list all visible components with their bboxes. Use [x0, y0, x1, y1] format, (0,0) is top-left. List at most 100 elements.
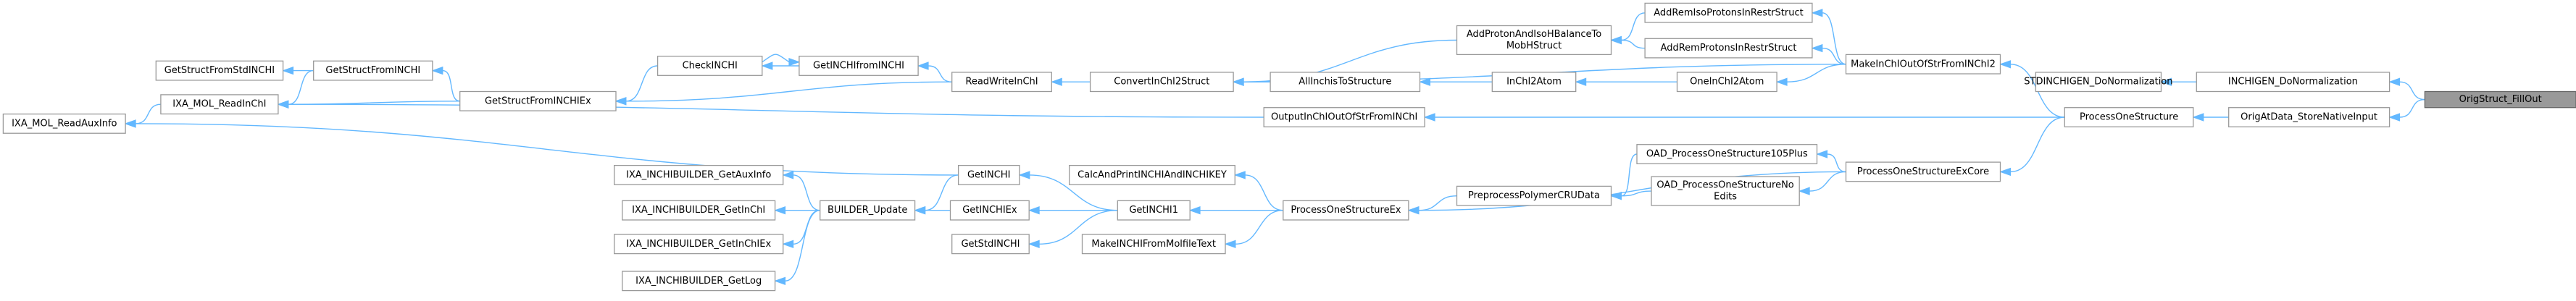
node-box — [820, 200, 916, 221]
node-label: OutputInChIOutOfStrFromINChI — [1271, 112, 1417, 123]
edge-arrowhead — [1407, 205, 1420, 215]
graph-node[interactable]: GetStdINCHI — [951, 234, 1030, 255]
node-label: OAD_ProcessOneStructure105Plus — [1646, 149, 1808, 160]
graph-edge — [136, 103, 161, 124]
node-box — [1491, 72, 1577, 93]
graph-node[interactable]: MakeInChIOutOfStrFromINChI2 — [1845, 54, 2001, 75]
graph-node[interactable]: InChI2Atom — [1491, 72, 1577, 93]
graph-node[interactable]: ConvertInChI2Struct — [1089, 72, 1234, 93]
node-label: InChI2Atom — [1506, 77, 1562, 88]
edge-arrowhead — [774, 276, 786, 286]
graph-edge — [2010, 116, 2065, 173]
node-label: ProcessOneStructure — [2080, 112, 2178, 123]
graph-edge — [442, 69, 460, 102]
node-box — [614, 164, 784, 185]
graph-node[interactable]: ProcessOneStructureExCore — [1845, 161, 2001, 182]
graph-node[interactable]: IXA_MOL_ReadAuxInfo — [2, 113, 126, 134]
graph-node[interactable]: IXA_INCHIBUILDER_GetAuxInfo — [614, 164, 784, 185]
graph-node[interactable]: CalcAndPrintINCHIAndINCHIKEY — [1069, 164, 1235, 185]
node-box — [1089, 72, 1234, 93]
graph-node[interactable]: OrigStruct_FillOut — [2424, 90, 2576, 109]
edge-arrowhead — [1610, 35, 1622, 45]
graph-node[interactable]: OneInChI2Atom — [1676, 72, 1777, 93]
edge-arrowhead — [1233, 171, 1246, 179]
node-box — [1283, 200, 1409, 221]
node-label: GetINCHI — [967, 169, 1010, 180]
graph-node[interactable]: INCHIGEN_DoNormalization — [2196, 72, 2390, 93]
graph-edge — [2399, 98, 2425, 118]
node-label: IXA_INCHIBUILDER_GetAuxInfo — [626, 169, 771, 180]
graph-edge — [793, 174, 820, 211]
node-box — [2035, 72, 2162, 93]
graph-node[interactable]: IXA_INCHIBUILDER_GetInChI — [622, 200, 776, 221]
graph-edge — [1787, 64, 1846, 82]
node-box — [622, 271, 776, 292]
node-box — [1845, 161, 2001, 182]
edge-arrowhead — [1610, 191, 1622, 200]
graph-node[interactable]: PreprocessPolymerCRUData — [1456, 185, 1612, 206]
node-label: GetStructFromStdINCHI — [164, 65, 275, 76]
graph-node[interactable]: AllInchisToStructure — [1270, 72, 1421, 93]
graph-node[interactable]: ReadWriteInChI — [951, 72, 1052, 93]
edge-arrowhead — [282, 66, 294, 75]
node-label: IXA_INCHIBUILDER_GetInChI — [632, 205, 765, 216]
graph-edge — [1245, 174, 1283, 211]
graph-node[interactable]: STDINCHIGEN_DoNormalization — [2024, 72, 2173, 93]
node-label: AllInchisToStructure — [1299, 77, 1391, 88]
graph-node[interactable]: GetINCHI — [957, 164, 1020, 185]
graph-node[interactable]: GetINCHIfromINCHI — [799, 56, 919, 76]
graph-node[interactable]: GetStructFromINCHIEx — [459, 90, 617, 111]
graph-edge — [1822, 47, 1846, 65]
graph-node[interactable]: ProcessOneStructureEx — [1283, 200, 1409, 221]
graph-node[interactable]: AddRemProtonsInRestrStruct — [1644, 38, 1813, 59]
graph-node[interactable]: OutputInChIOutOfStrFromINChI — [1263, 107, 1425, 127]
graph-node[interactable]: GetStructFromStdINCHI — [155, 60, 284, 81]
node-box — [2196, 72, 2390, 93]
node-label: GetINCHI1 — [1129, 205, 1178, 216]
node-box — [1117, 200, 1191, 221]
graph-edge — [1621, 12, 1646, 41]
graph-node[interactable]: GetINCHI1 — [1117, 200, 1191, 221]
node-label: MakeINCHIFromMolfileText — [1091, 239, 1216, 250]
edge-arrowhead — [2388, 77, 2401, 86]
edge-arrowhead — [761, 62, 773, 70]
node-box — [2, 113, 126, 134]
node-box — [1644, 38, 1813, 59]
node-box — [1845, 54, 2001, 75]
graph-node[interactable]: CheckINCHI — [656, 56, 763, 76]
edge-arrowhead — [1028, 239, 1040, 249]
node-label: GetINCHIfromINCHI — [813, 61, 904, 72]
graph-node[interactable]: OAD_ProcessOneStructure105Plus — [1636, 144, 1818, 164]
node-label: MobHStruct — [1506, 41, 1562, 51]
graph-node[interactable]: GetStructFromINCHI — [313, 60, 433, 81]
node-box — [622, 200, 776, 221]
graph-node[interactable]: GetINCHIEx — [949, 200, 1030, 221]
node-label: AddRemIsoProtonsInRestrStruct — [1654, 7, 1803, 18]
edge-arrowhead — [1232, 77, 1244, 86]
node-box — [1456, 185, 1612, 206]
edge-arrowhead — [1188, 205, 1201, 215]
graph-node[interactable]: BUILDER_Update — [820, 200, 916, 221]
graph-node[interactable]: IXA_MOL_ReadInChI — [160, 94, 279, 115]
node-box — [1456, 25, 1612, 56]
node-label: GetStdINCHI — [961, 239, 1020, 250]
node-label: OAD_ProcessOneStructureNo — [1656, 180, 1793, 191]
node-label: CalcAndPrintINCHIAndINCHIKEY — [1077, 169, 1227, 180]
node-box — [1081, 234, 1226, 255]
node-label: ProcessOneStructureExCore — [1857, 166, 1989, 177]
node-label: OrigStruct_FillOut — [2459, 94, 2542, 105]
graph-edge — [1029, 174, 1118, 211]
graph-node[interactable]: AddRemIsoProtonsInRestrStruct — [1644, 2, 1813, 23]
graph-node[interactable]: IXA_INCHIBUILDER_GetInChIEx — [614, 234, 784, 255]
edges-layer — [124, 9, 2425, 286]
graph-node[interactable]: IXA_INCHIBUILDER_GetLog — [622, 271, 776, 292]
graph-node[interactable]: MakeINCHIFromMolfileText — [1081, 234, 1226, 255]
graph-node[interactable]: OrigAtData_StoreNativeInput — [2228, 107, 2390, 127]
edge-arrowhead — [782, 171, 794, 179]
graph-node[interactable]: ProcessOneStructure — [2064, 107, 2194, 127]
edge-arrowhead — [1816, 150, 1828, 158]
node-label: INCHIGEN_DoNormalization — [2228, 77, 2358, 88]
graph-edge — [288, 69, 314, 105]
